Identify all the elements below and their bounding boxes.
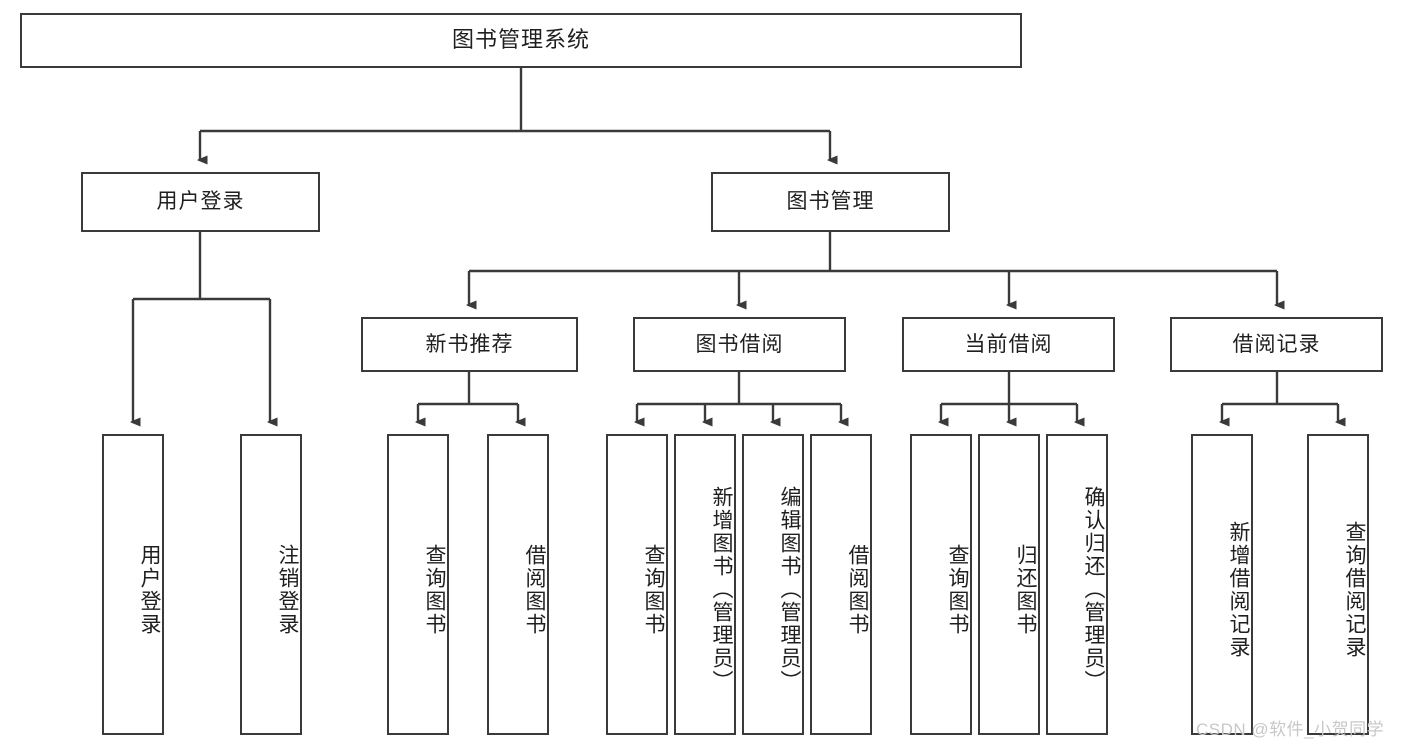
node-label: 借阅图书 <box>846 543 869 636</box>
node-label: 当前借阅 <box>964 332 1053 356</box>
leaf-query-book-current[interactable]: 查询图书 <box>910 434 972 735</box>
leaf-query-borrow-record[interactable]: 查询借阅记录 <box>1307 434 1369 735</box>
node-label: 查询图书 <box>946 543 969 636</box>
node-label: 图书管理 <box>786 190 875 214</box>
node-label: 用户登录 <box>138 543 161 636</box>
leaf-add-book[interactable]: 新增图书（管理员） <box>674 434 736 735</box>
leaf-confirm-return[interactable]: 确认归还（管理员） <box>1046 434 1108 735</box>
leaf-return-book[interactable]: 归还图书 <box>978 434 1040 735</box>
leaf-borrow-book[interactable]: 借阅图书 <box>810 434 872 735</box>
node-label: 用户登录 <box>156 190 245 214</box>
node-current-borrow[interactable]: 当前借阅 <box>902 317 1115 372</box>
node-label: 归还图书 <box>1014 543 1037 636</box>
node-root-system[interactable]: 图书管理系统 <box>20 13 1022 68</box>
node-book-borrow[interactable]: 图书借阅 <box>633 317 846 372</box>
node-label: 新书推荐 <box>425 332 514 356</box>
node-new-book-recommend[interactable]: 新书推荐 <box>361 317 578 372</box>
leaf-edit-book[interactable]: 编辑图书（管理员） <box>742 434 804 735</box>
leaf-query-book-recommend[interactable]: 查询图书 <box>387 434 449 735</box>
node-borrow-record[interactable]: 借阅记录 <box>1170 317 1383 372</box>
node-label: 编辑图书（管理员） <box>778 486 801 693</box>
leaf-query-book-borrow[interactable]: 查询图书 <box>606 434 668 735</box>
node-label: 查询图书 <box>642 543 665 636</box>
node-label: 新增借阅记录 <box>1227 520 1250 659</box>
node-label: 图书管理系统 <box>451 27 590 53</box>
node-label: 图书借阅 <box>695 332 784 356</box>
node-user-login[interactable]: 用户登录 <box>81 172 320 232</box>
node-label: 确认归还（管理员） <box>1082 486 1105 693</box>
node-label: 查询图书 <box>423 543 446 636</box>
leaf-user-logout[interactable]: 注销登录 <box>240 434 302 735</box>
node-book-management[interactable]: 图书管理 <box>711 172 950 232</box>
node-label: 注销登录 <box>276 543 299 636</box>
node-label: 查询借阅记录 <box>1343 520 1366 659</box>
node-label: 新增图书（管理员） <box>710 486 733 693</box>
leaf-borrow-book-recommend[interactable]: 借阅图书 <box>487 434 549 735</box>
node-label: 借阅图书 <box>523 543 546 636</box>
node-label: 借阅记录 <box>1232 332 1321 356</box>
csdn-watermark: CSDN @软件_小贺同学 <box>1196 720 1385 739</box>
leaf-user-login[interactable]: 用户登录 <box>102 434 164 735</box>
leaf-add-borrow-record[interactable]: 新增借阅记录 <box>1191 434 1253 735</box>
